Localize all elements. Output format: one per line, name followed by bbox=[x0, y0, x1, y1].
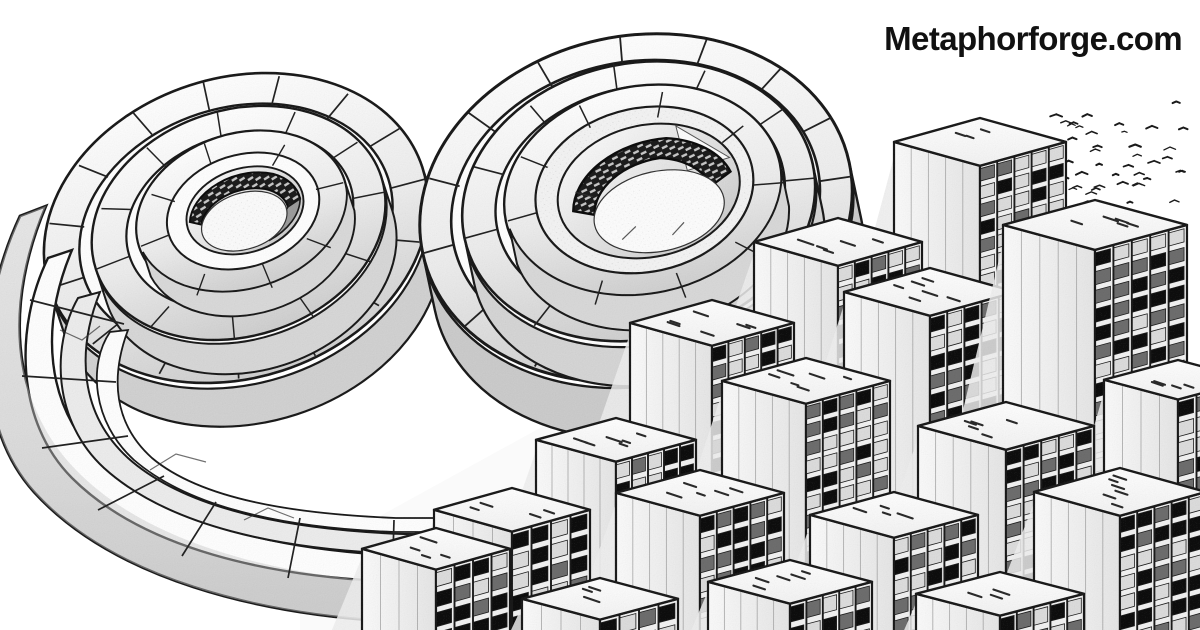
bird-mark bbox=[1122, 163, 1135, 168]
rooftop-vents bbox=[1070, 215, 1139, 228]
rooftop-vents bbox=[581, 585, 602, 604]
bird-mark bbox=[1177, 126, 1189, 131]
tower-block bbox=[511, 576, 680, 630]
rooftop-vents bbox=[572, 432, 647, 448]
tower-piers bbox=[999, 593, 1085, 630]
bird-mark bbox=[1071, 185, 1083, 189]
tower-roof bbox=[432, 486, 592, 533]
rooftop-vents bbox=[666, 481, 744, 499]
bird-mark bbox=[1095, 162, 1103, 167]
bird-mark bbox=[1049, 113, 1064, 118]
tower-roof bbox=[1001, 198, 1189, 252]
bird-mark bbox=[1067, 136, 1078, 141]
bird-mark bbox=[1132, 153, 1143, 157]
tower-window-grid bbox=[789, 585, 870, 630]
tower-left-face-mullions bbox=[541, 604, 581, 630]
bird-mark bbox=[1175, 169, 1186, 173]
tower-roof bbox=[628, 298, 796, 347]
tower-left-face-mullions bbox=[723, 586, 775, 630]
tower-roof bbox=[720, 356, 892, 405]
bird-mark bbox=[1111, 172, 1120, 177]
tower-roof bbox=[752, 216, 924, 268]
spiral-right-inner-bowl bbox=[556, 122, 741, 260]
bird-mark bbox=[1171, 100, 1181, 105]
rooftop-vents bbox=[409, 536, 451, 559]
spiral-left-inner-shaft bbox=[185, 165, 305, 256]
bird-mark bbox=[1145, 124, 1159, 130]
bird-mark bbox=[1066, 123, 1076, 127]
bird-mark bbox=[1147, 159, 1161, 164]
watermark-text: Metaphorforge.com bbox=[884, 20, 1182, 57]
rooftop-vents bbox=[796, 238, 884, 254]
rooftop-vents bbox=[752, 570, 811, 591]
tower-window-grid bbox=[435, 552, 508, 630]
bird-mark bbox=[1081, 113, 1093, 118]
rooftop-vents bbox=[666, 310, 757, 337]
bird-mark bbox=[1121, 130, 1128, 133]
bird-mark bbox=[1126, 200, 1134, 204]
rooftop-vents bbox=[1102, 474, 1129, 509]
bird-mark bbox=[1074, 170, 1089, 176]
tower-left-face-mullions bbox=[380, 554, 418, 630]
rooftop-vents bbox=[893, 277, 961, 303]
bird-mark bbox=[1068, 121, 1079, 125]
bird-mark bbox=[1075, 125, 1084, 129]
tower-roof bbox=[360, 526, 512, 571]
bird-mark bbox=[1060, 120, 1072, 124]
spiral-left-joints-inner bbox=[140, 143, 344, 296]
isometric-city bbox=[331, 116, 1200, 630]
tower-piers bbox=[789, 581, 873, 630]
tower-block bbox=[331, 526, 512, 630]
rooftop-vents bbox=[963, 418, 1018, 439]
rooftop-vents bbox=[1150, 380, 1195, 390]
tower-roof bbox=[842, 266, 1018, 318]
tower-piers bbox=[435, 548, 511, 630]
bird-mark bbox=[1089, 148, 1101, 153]
tower-block bbox=[904, 570, 1086, 630]
tower-roof bbox=[892, 116, 1068, 168]
bird-mark bbox=[1116, 180, 1129, 186]
tower-roof bbox=[706, 558, 874, 605]
bird-mark bbox=[1093, 184, 1106, 189]
tower-roof bbox=[916, 400, 1096, 452]
tower-roof bbox=[808, 490, 980, 539]
rooftop-vents bbox=[852, 504, 914, 520]
bird-mark bbox=[1133, 171, 1145, 176]
rooftop-vents bbox=[967, 588, 1011, 600]
bird-mark bbox=[1132, 182, 1146, 187]
tower-block bbox=[691, 558, 874, 630]
bird-mark bbox=[1092, 144, 1103, 149]
spiral-left bbox=[42, 71, 444, 428]
bird-mark bbox=[1114, 122, 1125, 127]
ramp-tail-cracks bbox=[59, 325, 295, 521]
rooftop-vents bbox=[954, 128, 991, 140]
tower-piers bbox=[599, 598, 679, 630]
tower-roof bbox=[914, 570, 1086, 617]
bird-mark bbox=[1085, 191, 1098, 195]
tower-roof bbox=[520, 576, 680, 621]
bird-mark bbox=[1128, 143, 1142, 148]
tower-left-face-mullions bbox=[932, 598, 984, 630]
bird-mark bbox=[1169, 199, 1180, 204]
bird-mark bbox=[1161, 155, 1173, 160]
bird-mark bbox=[1163, 146, 1177, 151]
spiral-right bbox=[418, 32, 866, 441]
bird-mark bbox=[1085, 130, 1098, 135]
rooftop-vents bbox=[768, 369, 853, 392]
spiral-right-joints-inner bbox=[507, 91, 785, 305]
tower-window-grid bbox=[1119, 496, 1200, 630]
rooftop-vents bbox=[469, 501, 556, 519]
bird-mark bbox=[1090, 187, 1101, 191]
bird-mark bbox=[1142, 177, 1152, 181]
tower-roof bbox=[1102, 358, 1200, 401]
tower-piers bbox=[1119, 496, 1190, 630]
